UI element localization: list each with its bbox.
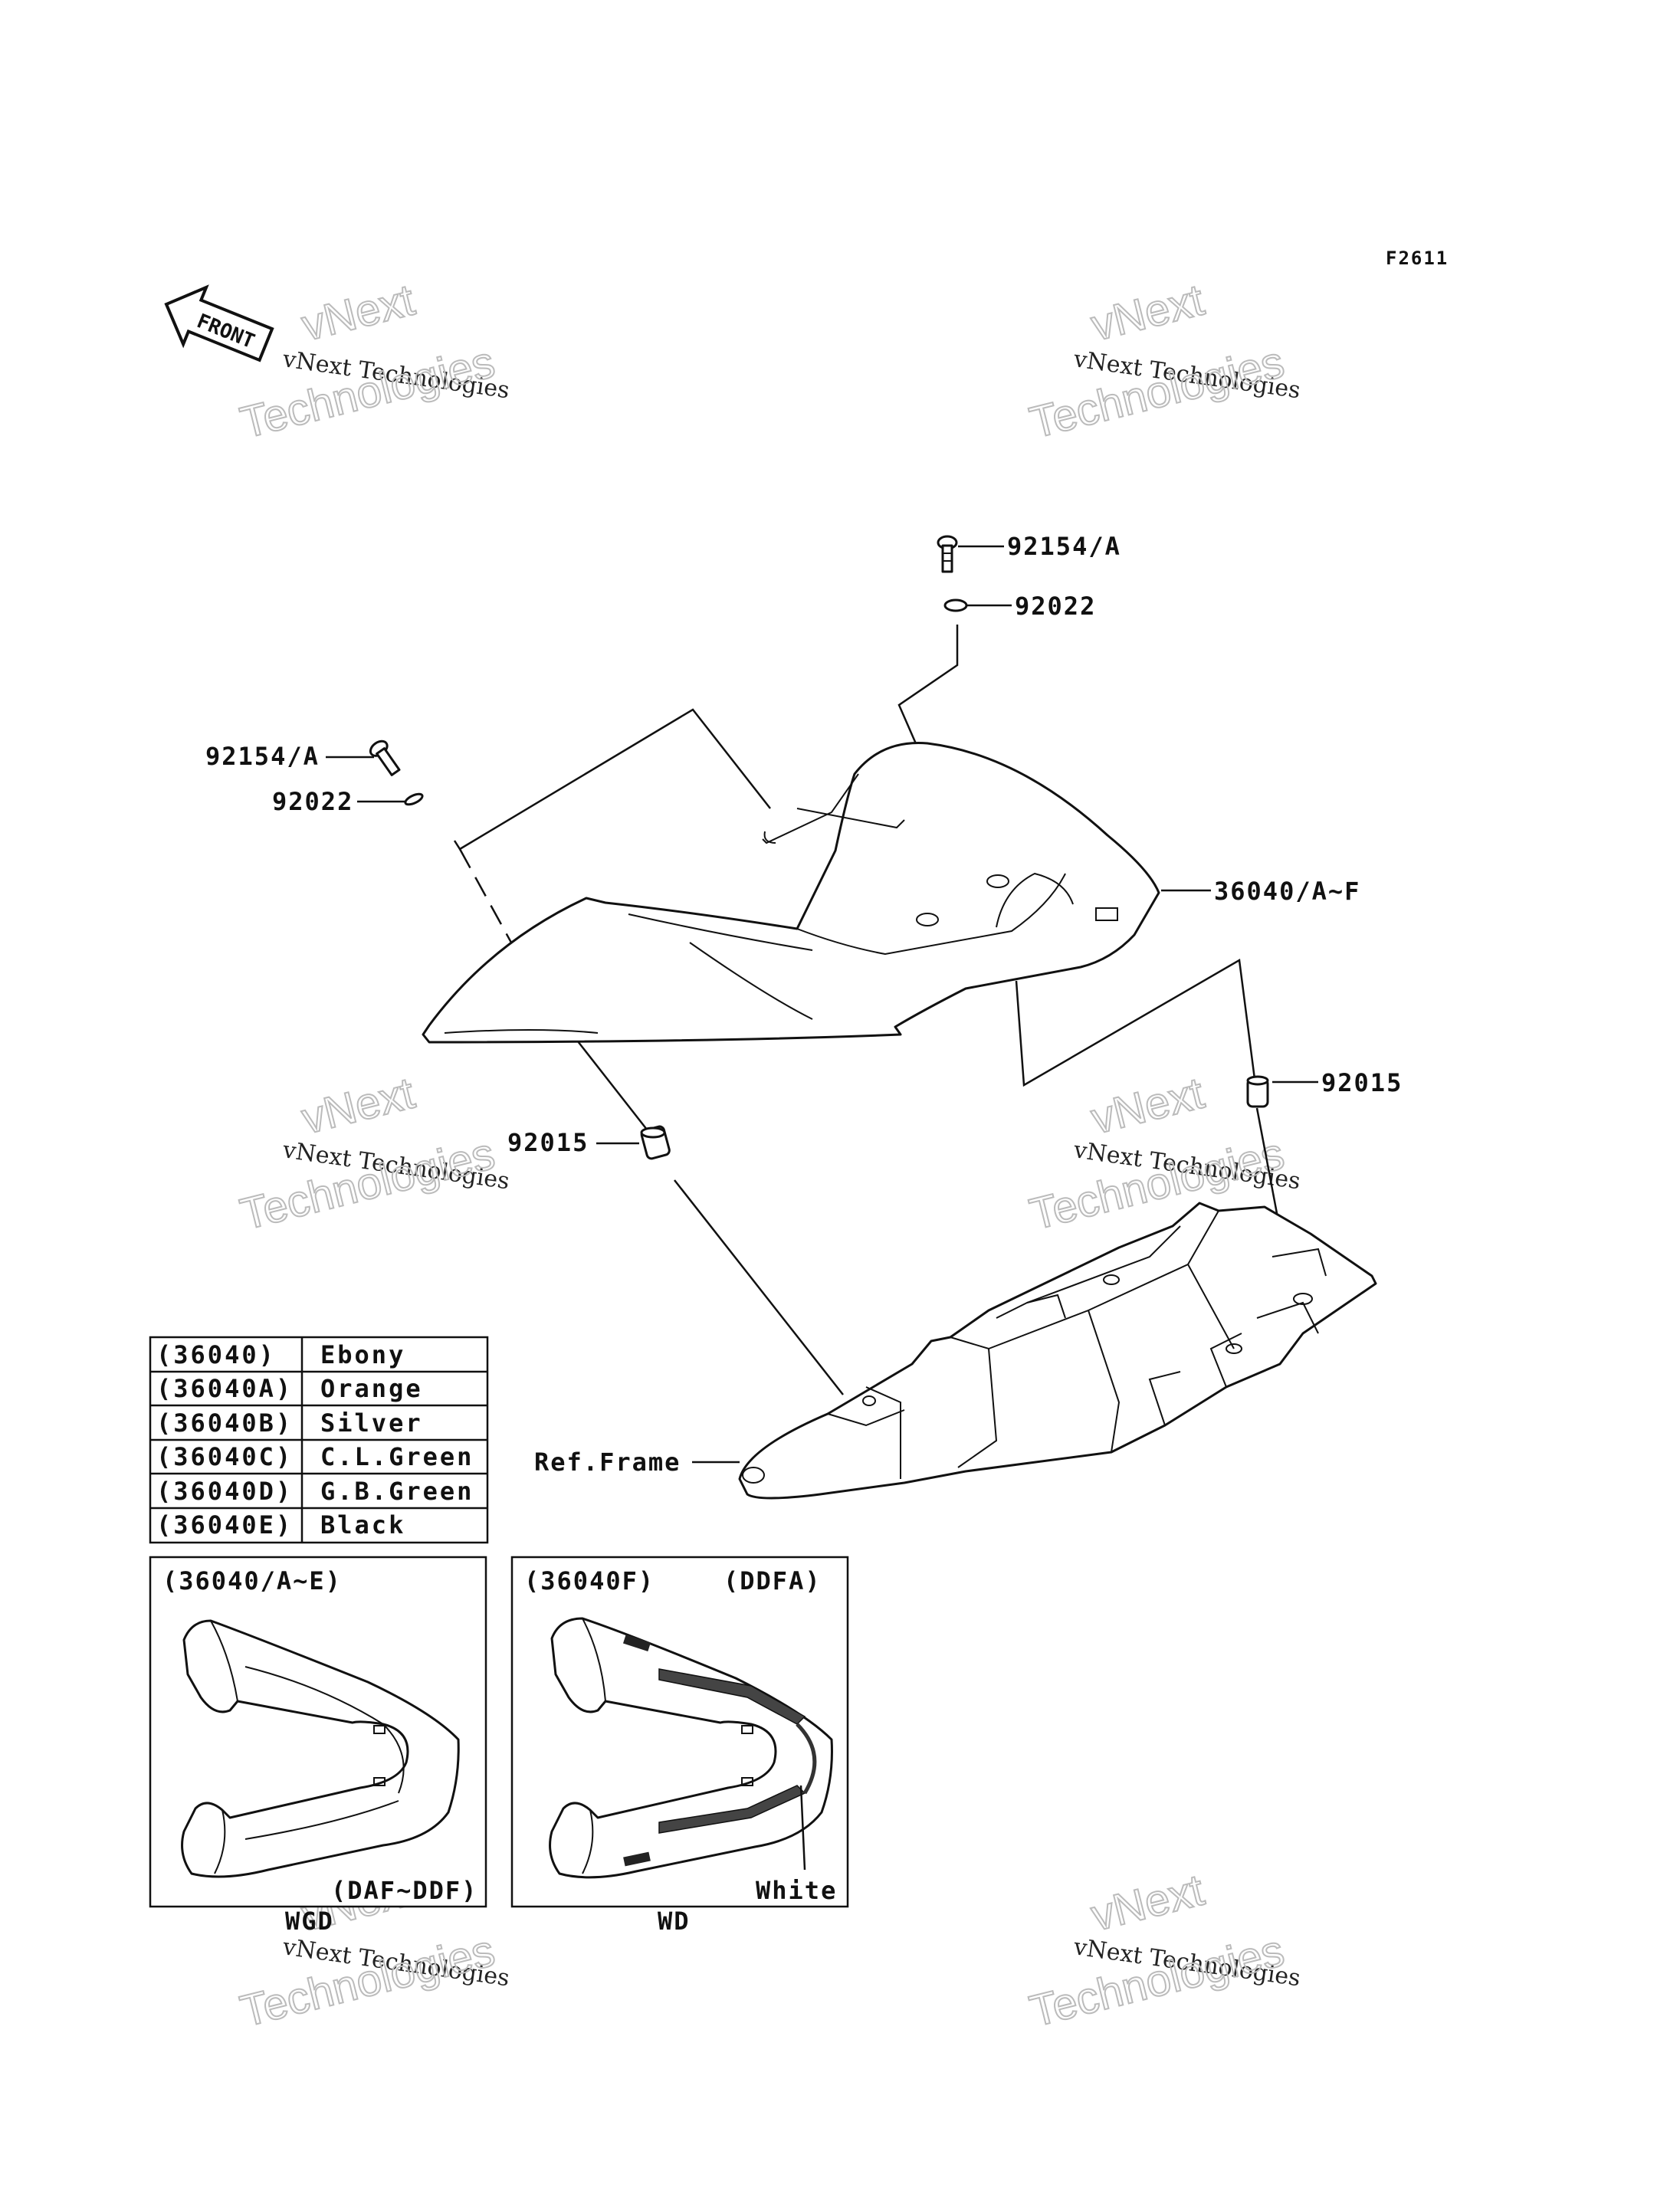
table-row: G.B.Green bbox=[320, 1477, 474, 1506]
grommet-left-icon bbox=[640, 1125, 671, 1160]
callout-washer-left: 92022 bbox=[272, 787, 353, 816]
svg-text:vNext: vNext bbox=[297, 1068, 419, 1144]
svg-text:vNext: vNext bbox=[1086, 1865, 1209, 1941]
washer-left-icon bbox=[404, 792, 424, 806]
table-row: C.L.Green bbox=[320, 1442, 474, 1471]
svg-text:Technologies: Technologies bbox=[235, 1926, 499, 2037]
svg-text:Technologies: Technologies bbox=[1025, 337, 1288, 448]
diagram-code: F2611 bbox=[1386, 248, 1449, 269]
table-row: (36040C) bbox=[156, 1442, 293, 1471]
watermark-bottom-right: vNext vNext Technologies Technologies bbox=[1024, 1864, 1301, 2038]
bolt-left-icon bbox=[369, 739, 401, 776]
grommet-right-icon bbox=[1246, 1075, 1269, 1108]
bolt-right-icon bbox=[937, 535, 958, 573]
svg-text:vNext: vNext bbox=[1086, 275, 1209, 351]
inset-left-note: (DAF~DDF) bbox=[331, 1876, 477, 1905]
inset-left: (36040/A~E) (DAF~DDF) WGD bbox=[149, 1556, 487, 1936]
table-row: Orange bbox=[320, 1374, 423, 1403]
watermark-mid-left: vNext vNext Technologies Technologies bbox=[235, 1067, 510, 1241]
table-row: (36040B) bbox=[156, 1408, 293, 1438]
front-arrow-icon: FRONT bbox=[164, 284, 274, 362]
rear-frame-part bbox=[738, 1202, 1377, 1500]
callout-grommet-left: 92015 bbox=[507, 1128, 589, 1157]
callout-bolt-right: 92154/A bbox=[1007, 532, 1121, 561]
inset-right-note: White bbox=[756, 1876, 837, 1905]
svg-text:Technologies: Technologies bbox=[235, 337, 499, 448]
table-row: (36040) bbox=[156, 1340, 276, 1369]
svg-text:Technologies: Technologies bbox=[1025, 1926, 1288, 2037]
table-row: Silver bbox=[320, 1408, 423, 1438]
table-row: (36040A) bbox=[156, 1374, 293, 1403]
svg-text:Technologies: Technologies bbox=[235, 1129, 499, 1240]
seat-cover-part bbox=[422, 742, 1160, 1044]
callout-cover: 36040/A~F bbox=[1214, 877, 1360, 906]
watermark-top-left: vNext vNext Technologies Technologies bbox=[235, 274, 510, 449]
inset-right-title: (36040F) bbox=[524, 1566, 655, 1595]
inset-right-title2: (DDFA) bbox=[724, 1566, 822, 1595]
callout-bolt-left: 92154/A bbox=[205, 742, 320, 771]
inset-left-caption: WGD bbox=[285, 1907, 334, 1936]
seat-cover-variant-b-icon bbox=[549, 1617, 833, 1879]
inset-right: (36040F) (DDFA) White WD bbox=[510, 1556, 849, 1936]
callout-frame: Ref.Frame bbox=[534, 1448, 681, 1477]
seat-cover-variant-a-icon bbox=[181, 1619, 460, 1878]
washer-right-icon bbox=[943, 598, 968, 612]
table-row: Ebony bbox=[320, 1340, 405, 1369]
callout-grommet-right: 92015 bbox=[1321, 1068, 1403, 1097]
svg-text:vNext: vNext bbox=[297, 275, 419, 351]
table-row: (36040E) bbox=[156, 1510, 293, 1540]
inset-right-caption: WD bbox=[658, 1907, 691, 1936]
callout-washer-right: 92022 bbox=[1015, 592, 1096, 621]
inset-left-title: (36040/A~E) bbox=[162, 1566, 342, 1595]
color-table: (36040) Ebony (36040A) Orange (36040B) S… bbox=[149, 1336, 489, 1544]
table-row: (36040D) bbox=[156, 1477, 293, 1506]
svg-text:vNext: vNext bbox=[1086, 1068, 1209, 1144]
watermark-top-right: vNext vNext Technologies Technologies bbox=[1024, 274, 1301, 449]
table-row: Black bbox=[320, 1510, 405, 1540]
